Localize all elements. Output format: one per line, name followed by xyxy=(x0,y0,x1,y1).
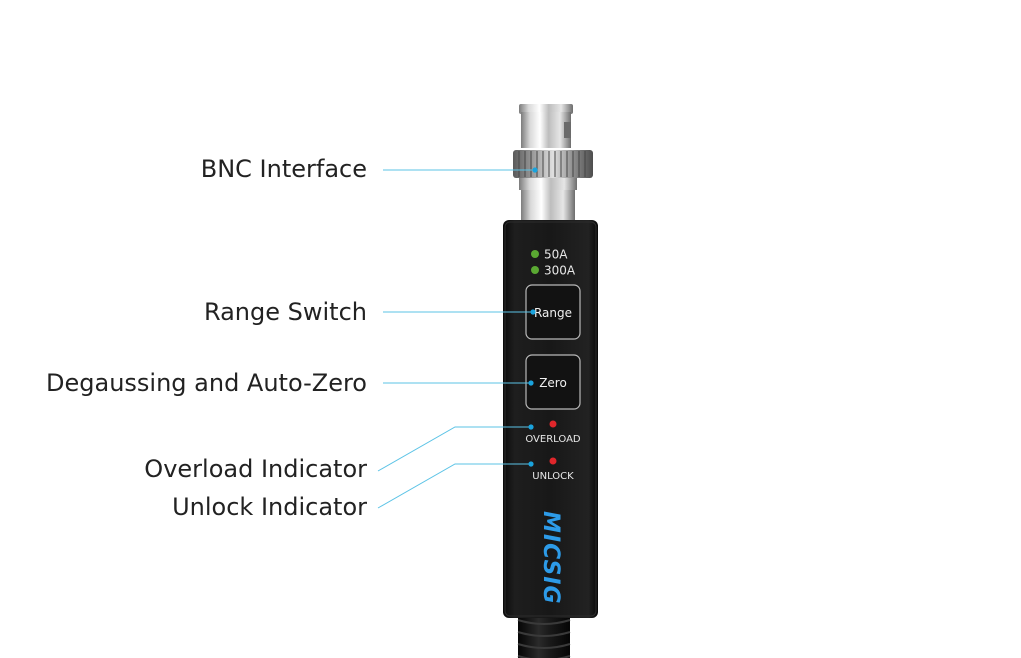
brand-logo: MICSIG xyxy=(538,511,563,605)
bnc-connector xyxy=(513,104,593,222)
callout-leader-lines xyxy=(377,169,535,509)
callout-dot-zero xyxy=(528,380,534,386)
callout-dots xyxy=(528,167,538,467)
callout-label-unlock-indicator: Unlock Indicator xyxy=(172,493,367,521)
probe-cable xyxy=(517,612,571,658)
callout-label-degaussing-auto-zero: Degaussing and Auto-Zero xyxy=(46,369,367,397)
callout-dot-overload xyxy=(528,424,534,430)
leader-line-unlock xyxy=(377,463,531,509)
callout-label-range-switch: Range Switch xyxy=(203,298,367,326)
callout-label-overload-indicator: Overload Indicator xyxy=(144,455,367,483)
callout-dot-range xyxy=(530,309,536,315)
overload-led-label: OVERLOAD xyxy=(525,434,581,445)
led-300a-label: 300A xyxy=(544,264,576,278)
range-button-label: Range xyxy=(534,306,572,320)
led-50a-icon xyxy=(531,250,539,258)
overload-led-icon xyxy=(549,420,557,428)
zero-button[interactable]: Zero xyxy=(525,354,581,410)
unlock-led-icon xyxy=(549,457,557,465)
callout-label-bnc-interface: BNC Interface xyxy=(200,155,367,183)
callout-dot-bnc xyxy=(532,167,538,173)
zero-button-label: Zero xyxy=(539,376,567,390)
callout-dot-unlock xyxy=(528,461,534,467)
unlock-led-label: UNLOCK xyxy=(532,471,574,482)
led-300a-icon xyxy=(531,266,539,274)
leader-line-overload xyxy=(377,426,531,472)
led-50a-label: 50A xyxy=(544,248,568,262)
